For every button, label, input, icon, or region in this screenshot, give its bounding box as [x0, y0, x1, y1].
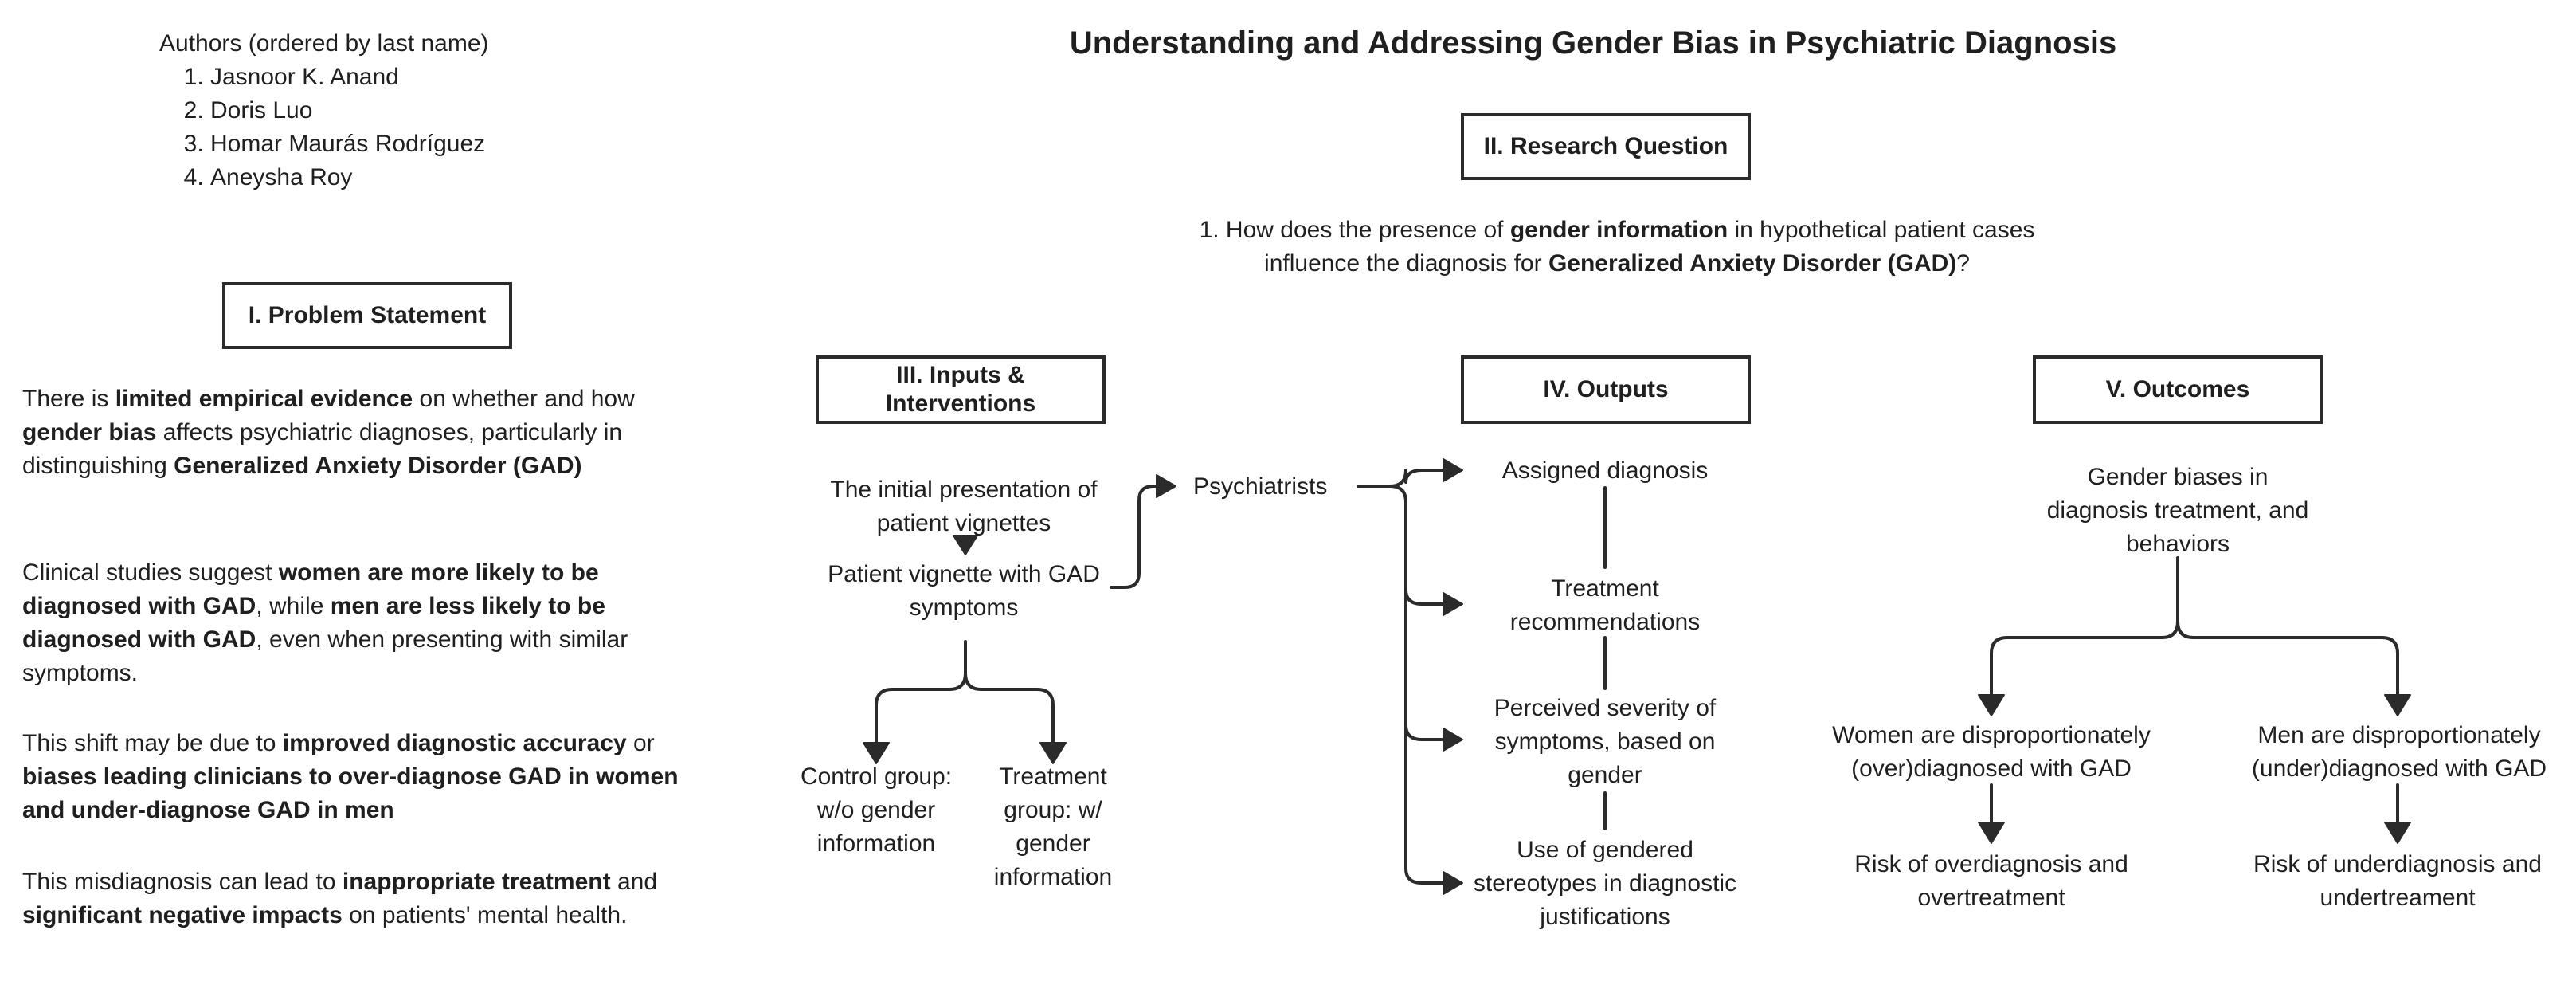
authors-list: Jasnoor K. Anand Doris Luo Homar Maurás …: [159, 61, 489, 194]
wire-trunk: [1357, 485, 1451, 885]
psychiatrists-node: Psychiatrists: [1193, 473, 1328, 500]
wire-to-treatment-recs: [1404, 588, 1451, 606]
outcomes-heading: V. Outcomes: [2033, 355, 2323, 424]
initial-presentation-text: The initial presentation of patient vign…: [830, 477, 1098, 536]
patient-vignette-node: Patient vignette with GAD symptoms: [828, 561, 1100, 621]
problem-paragraph-2: Clinical studies suggest women are more …: [22, 559, 628, 686]
output-perceived-severity: Perceived severity of symptoms, based on…: [1494, 695, 1717, 788]
outcome-women-risk: Risk of overdiagnosis and overtreatment: [1854, 851, 2128, 911]
output-assigned-diagnosis: Assigned diagnosis: [1501, 457, 1709, 484]
wire-to-assigned: [1388, 469, 1451, 488]
research-question-heading: II. Research Question: [1461, 113, 1751, 180]
wire-to-men: [2176, 620, 2399, 703]
problem-paragraph-1: There is limited empirical evidence on w…: [22, 386, 635, 479]
outcome-men-risk: Risk of underdiagnosis and undertreament: [2253, 851, 2542, 911]
research-question-text: 1. How does the presence of gender infor…: [1199, 217, 2035, 277]
page-title: Understanding and Addressing Gender Bias…: [1069, 26, 2117, 61]
treatment-group-node: Treatment group: w/ gender information: [993, 763, 1113, 890]
author-item: Jasnoor K. Anand: [210, 61, 489, 94]
problem-statement-heading: I. Problem Statement: [222, 282, 512, 349]
control-group-node: Control group: w/o gender information: [800, 763, 953, 857]
problem-paragraph-4: This misdiagnosis can lead to inappropri…: [22, 869, 657, 928]
output-gendered-stereotypes: Use of gendered stereotypes in diagnosti…: [1473, 837, 1737, 930]
author-item: Homar Maurás Rodríguez: [210, 128, 489, 161]
authors-heading: Authors (ordered by last name): [159, 30, 489, 57]
outputs-heading: IV. Outputs: [1461, 355, 1751, 424]
wire-to-women: [1990, 556, 2179, 703]
outcome-women-node: Women are disproportionately (over)diagn…: [1832, 722, 2151, 782]
author-item: Aneysha Roy: [210, 161, 489, 194]
outcome-root-node: Gender biases in diagnosis treatment, an…: [2046, 464, 2309, 557]
inputs-interventions-heading: III. Inputs & Interventions: [816, 355, 1106, 424]
wire-to-psychiatrists: [1110, 485, 1163, 589]
wire-to-severity: [1404, 724, 1451, 741]
problem-paragraph-3: This shift may be due to improved diagno…: [22, 730, 679, 823]
outcome-men-node: Men are disproportionately (under)diagno…: [2251, 722, 2547, 782]
output-treatment-recommendations: Treatment recommendations: [1509, 575, 1701, 635]
wire-to-control: [875, 640, 967, 751]
wire-to-treatment: [964, 672, 1055, 751]
authors-block: Authors (ordered by last name) Jasnoor K…: [159, 27, 489, 194]
author-item: Doris Luo: [210, 94, 489, 128]
